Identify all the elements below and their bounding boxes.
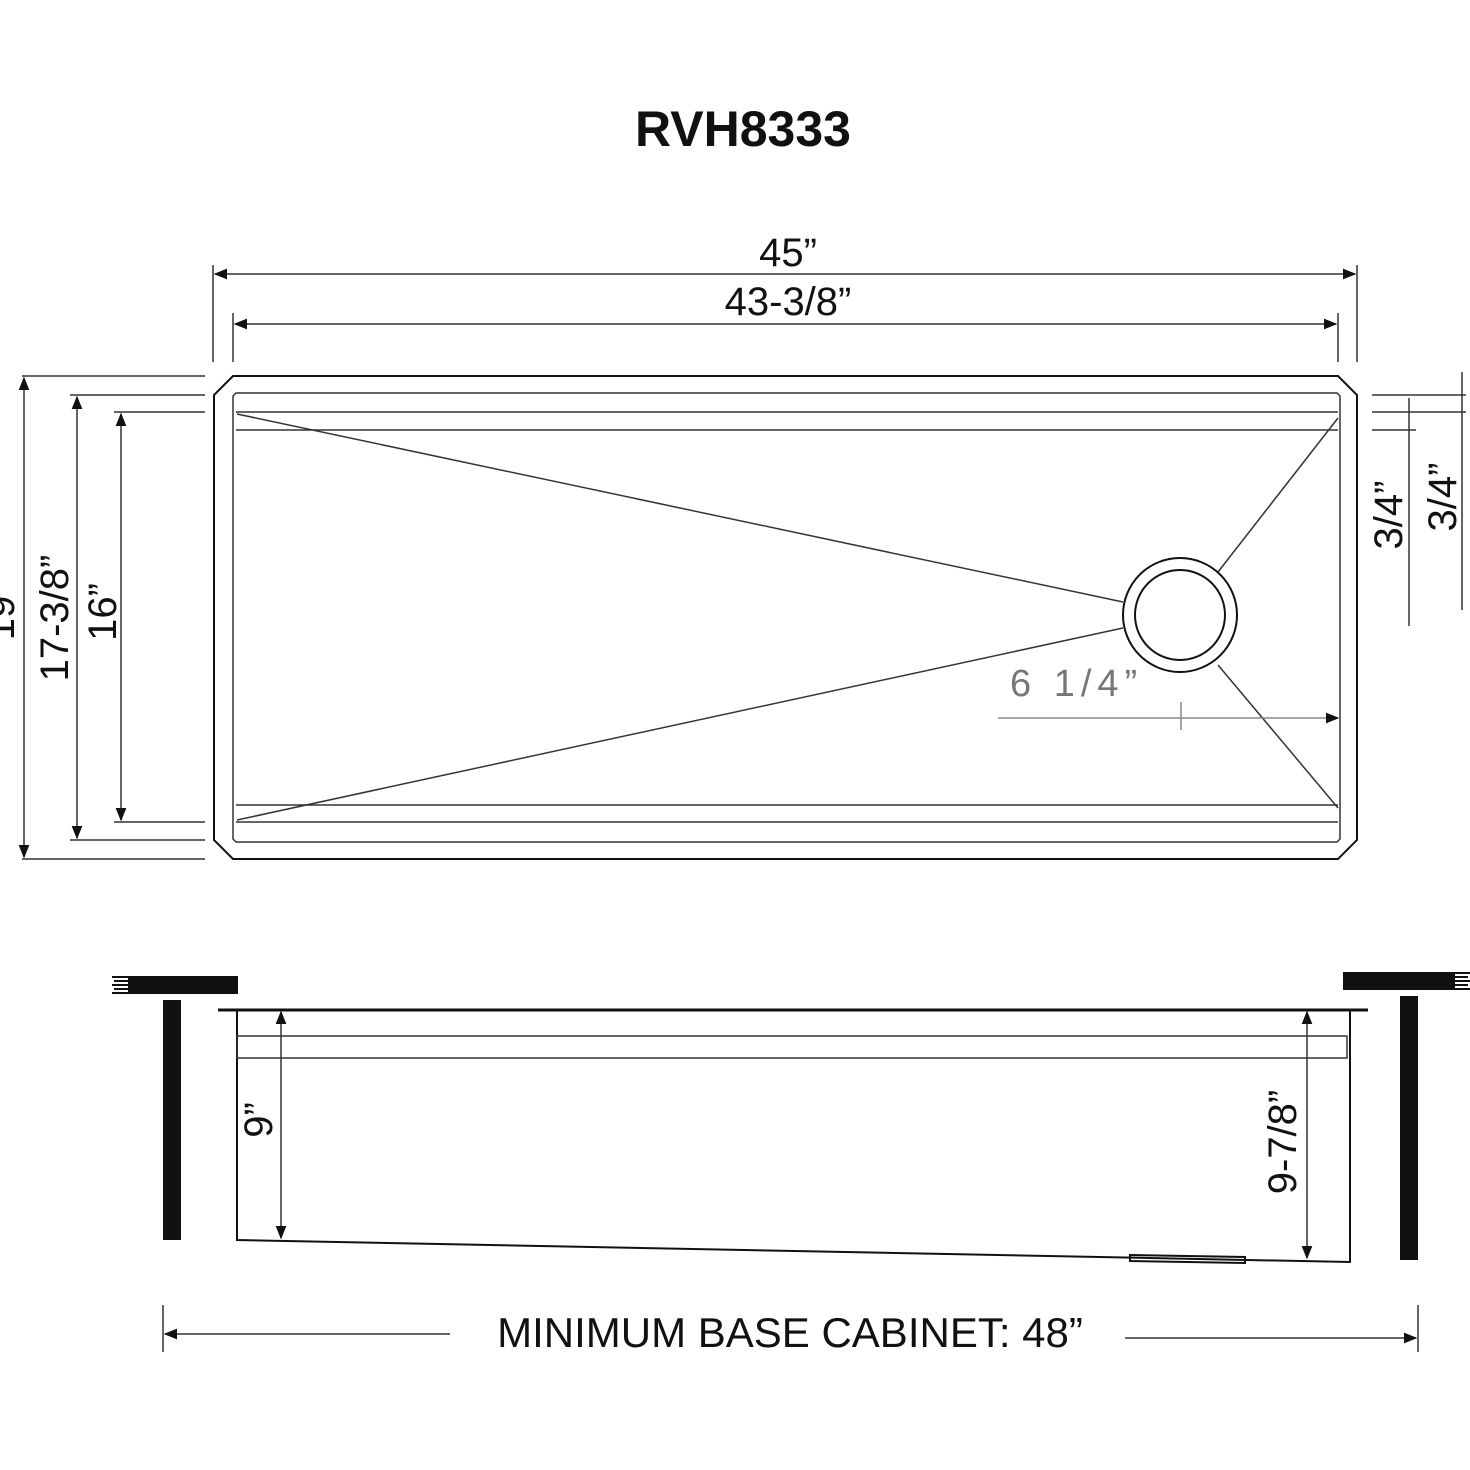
cabinet-label: MINIMUM BASE CABINET: 48” [497,1309,1083,1356]
drain-outer-icon [1122,557,1238,673]
sink-body-profile [236,1010,1351,1264]
countertop-right [1343,972,1455,990]
slope-line-lower-right [1217,664,1339,809]
cabinet-wall-left [163,1000,181,1240]
ledge-a-label: 3/4” [1367,481,1411,550]
cabinet-wall-right [1400,996,1418,1260]
sink-ledge-rail [236,1035,1348,1059]
countertop-right-break-icon [1455,972,1470,990]
inner-depth-label: 16” [81,583,125,641]
side-view: 9” 9-7/8” MINIMUM BASE CABINET: 48” [112,972,1470,1356]
sink-inner-bowl [232,392,1341,843]
mid-depth-label: 17-3/8” [33,555,77,682]
inner-width-label: 43-3/8” [725,280,852,324]
model-title: RVH8333 [635,101,851,157]
ledge-b-label: 3/4” [1421,463,1465,532]
drain-offset-label: 6 1/4” [1010,663,1143,705]
countertop-left-break-icon [112,976,128,994]
slope-line-upper-left [236,413,1124,603]
depth-left-label: 9” [237,1102,281,1138]
countertop-left [128,976,238,994]
slope-line-lower-left [236,627,1124,821]
outer-width-label: 45” [759,231,817,275]
slope-line-upper-right [1217,417,1339,573]
top-view: 45” 43-3/8” 6 1/4” 19 [0,231,1466,860]
outer-depth-label: 19 [0,596,23,641]
drain-profile-icon [1129,1253,1246,1265]
drain-inner-icon [1134,569,1226,661]
depth-right-label: 9-7/8” [1261,1090,1305,1195]
sink-outer-rim [213,375,1358,860]
